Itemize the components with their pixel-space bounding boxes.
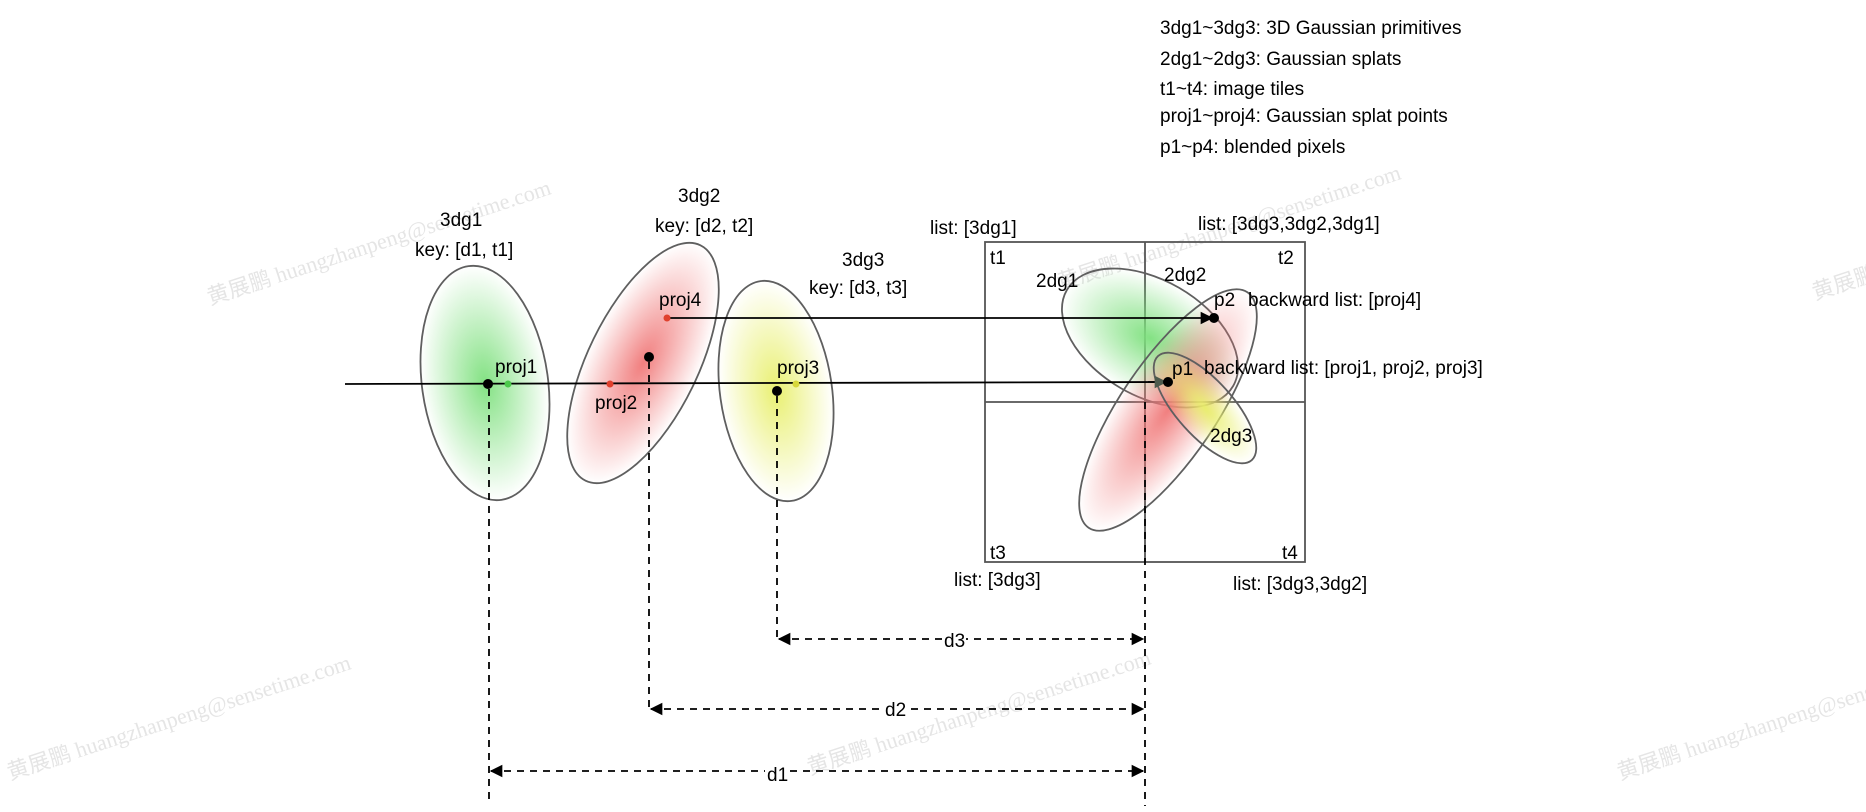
distances: d3 d2 d1 — [488, 362, 1146, 806]
legend-line: proj1~proj4: Gaussian splat points — [1160, 106, 1448, 127]
primitive-3dg2-outline — [566, 241, 720, 485]
tile-list-t4: list: [3dg3,3dg2] — [1233, 574, 1367, 595]
pixel-p1-dot — [1163, 377, 1173, 387]
splats: 2dg1 2dg2 2dg3 — [1036, 265, 1258, 532]
tile-label-t1: t1 — [990, 248, 1006, 269]
primitive-3dg2-fill — [567, 242, 719, 484]
primitive-center-3dg3 — [772, 386, 782, 396]
legend: 3dg1~3dg3: 3D Gaussian primitives 2dg1~2… — [1160, 18, 1462, 158]
primitive-key-3dg1: key: [d1, t1] — [415, 240, 513, 261]
primitive-name-3dg1: 3dg1 — [440, 210, 482, 231]
primitive-3dg1-outline — [419, 264, 551, 502]
proj3-dot — [792, 380, 800, 388]
proj2-label: proj2 — [595, 393, 637, 414]
watermark-text: 黄展鹏 huangzhanpeng@sensetime.com — [4, 650, 354, 785]
proj4-label: proj4 — [659, 290, 702, 311]
distance-d2-label: d2 — [885, 700, 906, 721]
watermark-group: 黄展鹏 huangzhanpeng@sensetime.com 黄展鹏 huan… — [4, 160, 1866, 785]
primitive-name-3dg3: 3dg3 — [842, 250, 884, 271]
distance-d3-label-bg — [942, 630, 966, 648]
primitive-center-3dg1 — [483, 379, 493, 389]
tile-label-t3: t3 — [990, 543, 1006, 564]
backward-list-p2: backward list: [proj4] — [1248, 290, 1421, 311]
tile-list-t3: list: [3dg3] — [954, 570, 1041, 591]
watermark-text: 黄展鹏 huangzhanpeng@sensetime.com — [1614, 650, 1866, 785]
distance-d1-label-bg — [765, 762, 789, 780]
ray-to-p1 — [344, 381, 1165, 385]
primitive-name-3dg2: 3dg2 — [678, 186, 720, 207]
primitive-center-3dg2 — [644, 352, 654, 362]
distance-d1-label: d1 — [767, 765, 788, 786]
tile-list-t1: list: [3dg1] — [930, 218, 1017, 239]
legend-line: 3dg1~3dg3: 3D Gaussian primitives — [1160, 18, 1462, 39]
splat-2dg3-fill — [1153, 352, 1257, 464]
backward-list-p1: backward list: [proj1, proj2, proj3] — [1204, 358, 1483, 379]
watermark-text: 黄展鹏 huangzhanpeng@sensetime.com — [1809, 170, 1866, 305]
legend-line: p1~p4: blended pixels — [1160, 137, 1345, 158]
backward-lists: backward list: [proj4] backward list: [p… — [1204, 290, 1483, 379]
proj1-label: proj1 — [495, 357, 537, 378]
tile-grid: t1 t2 t3 t4 list: [3dg1] list: [3dg3,3dg… — [930, 214, 1380, 595]
pixel-p2-dot — [1209, 313, 1219, 323]
splat-label-2dg3: 2dg3 — [1210, 426, 1252, 447]
watermark-text: 黄展鹏 huangzhanpeng@sensetime.com — [804, 645, 1154, 780]
tile-label-t2: t2 — [1278, 248, 1294, 269]
splat-label-2dg1: 2dg1 — [1036, 271, 1078, 292]
proj2-dot — [606, 380, 614, 388]
points: proj1 proj2 proj3 proj4 p1 p2 — [483, 290, 1235, 414]
p2-label: p2 — [1214, 290, 1235, 311]
proj4-dot — [663, 314, 671, 322]
primitive-key-3dg2: key: [d2, t2] — [655, 216, 753, 237]
distance-d2-label-bg — [883, 700, 907, 718]
proj1-dot — [504, 380, 512, 388]
tile-list-t2: list: [3dg3,3dg2,3dg1] — [1198, 214, 1380, 235]
primitive-key-3dg3: key: [d3, t3] — [809, 278, 907, 299]
splat-2dg2-fill — [1079, 289, 1257, 531]
p1-label: p1 — [1172, 359, 1193, 380]
legend-line: t1~t4: image tiles — [1160, 79, 1304, 100]
distance-d3-label: d3 — [944, 631, 965, 652]
proj3-label: proj3 — [777, 358, 819, 379]
primitives: 3dg1 key: [d1, t1] 3dg2 key: [d2, t2] 3d… — [415, 186, 907, 503]
splat-label-2dg2: 2dg2 — [1164, 265, 1206, 286]
tile-label-t4: t4 — [1282, 543, 1298, 564]
legend-line: 2dg1~2dg3: Gaussian splats — [1160, 49, 1401, 70]
splat-2dg3-outline — [1152, 351, 1258, 465]
